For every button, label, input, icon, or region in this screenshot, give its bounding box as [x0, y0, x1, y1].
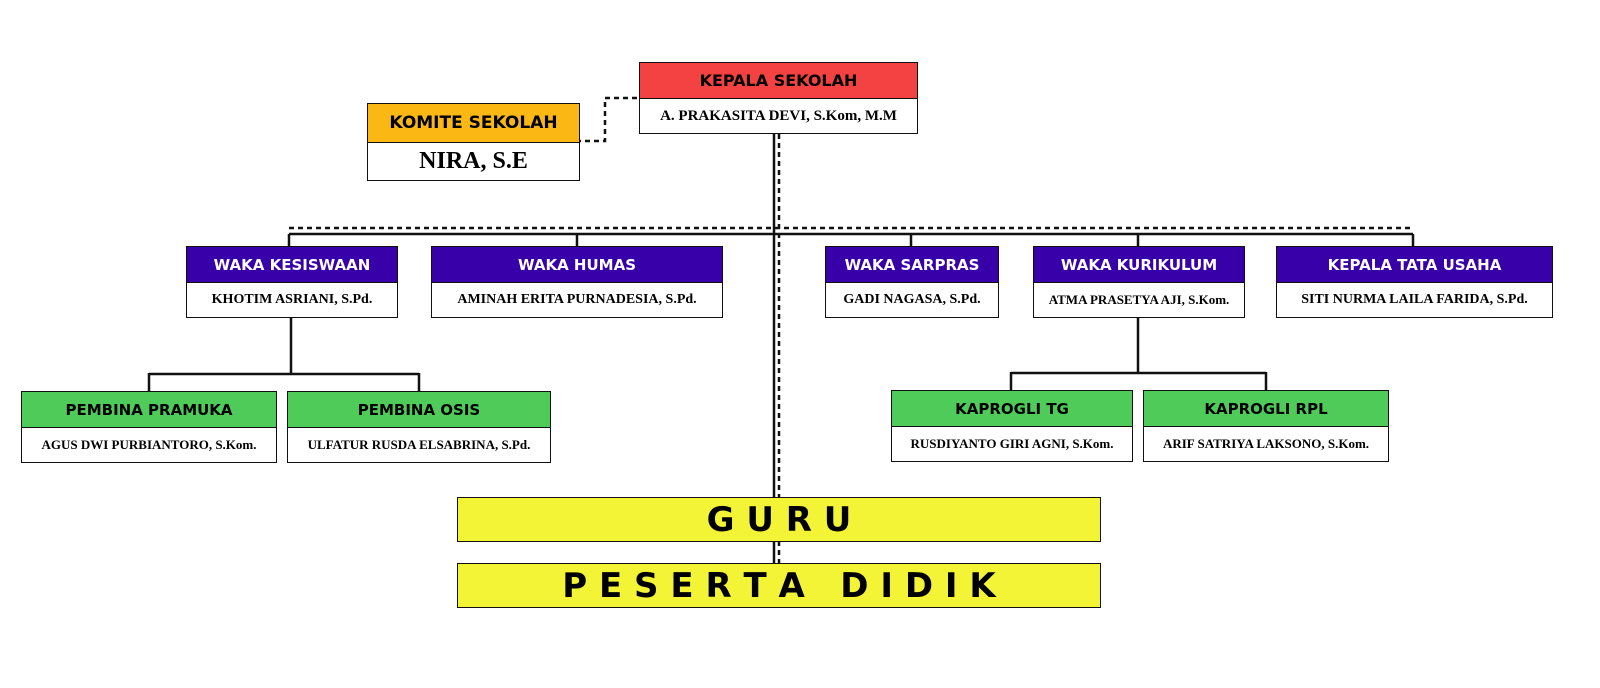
waka-kesiswaan-title: WAKA KESISWAAN [187, 247, 397, 283]
pembina-osis-box: PEMBINA OSIS ULFATUR RUSDA ELSABRINA, S.… [287, 391, 551, 463]
pembina-osis-title: PEMBINA OSIS [288, 392, 550, 428]
kepala-sekolah-name: A. PRAKASITA DEVI, S.Kom, M.M [660, 107, 897, 124]
kepala-tata-usaha-box: KEPALA TATA USAHA SITI NURMA LAILA FARID… [1276, 246, 1553, 318]
kaprogli-tg-name: RUSDIYANTO GIRI AGNI, S.Kom. [910, 436, 1114, 451]
waka-sarpras-title: WAKA SARPRAS [826, 247, 998, 283]
komite-sekolah-box: KOMITE SEKOLAH NIRA, S.E [367, 103, 580, 181]
komite-sekolah-title: KOMITE SEKOLAH [368, 104, 579, 143]
pembina-pramuka-title: PEMBINA PRAMUKA [22, 392, 276, 428]
kepala-tata-usaha-name: SITI NURMA LAILA FARIDA, S.Pd. [1301, 292, 1528, 307]
kepala-sekolah-title: KEPALA SEKOLAH [640, 63, 917, 99]
kurikulum-subtree-line [1009, 318, 1268, 390]
waka-kesiswaan-name: KHOTIM ASRIANI, S.Pd. [211, 292, 373, 307]
kaprogli-rpl-title: KAPROGLI RPL [1144, 391, 1388, 427]
komite-sekolah-name: NIRA, S.E [419, 148, 528, 174]
pembina-pramuka-name: AGUS DWI PURBIANTORO, S.Kom. [41, 437, 257, 452]
kaprogli-rpl-name: ARIF SATRIYA LAKSONO, S.Kom. [1162, 436, 1370, 451]
waka-humas-box: WAKA HUMAS AMINAH ERITA PURNADESIA, S.Pd… [431, 246, 723, 318]
waka-kurikulum-name: ATMA PRASETYA AJI, S.Kom. [1048, 292, 1230, 307]
pembina-osis-name: ULFATUR RUSDA ELSABRINA, S.Pd. [307, 437, 531, 452]
waka-sarpras-box: WAKA SARPRAS GADI NAGASA, S.Pd. [825, 246, 999, 318]
waka-kesiswaan-box: WAKA KESISWAAN KHOTIM ASRIANI, S.Pd. [186, 246, 398, 318]
kaprogli-tg-title: KAPROGLI TG [892, 391, 1132, 427]
kesiswaan-subtree-line [147, 318, 421, 391]
peserta-didik-banner: P E S E R T A D I D I K [457, 563, 1101, 608]
waka-sarpras-name: GADI NAGASA, S.Pd. [843, 292, 981, 307]
kepala-sekolah-box: KEPALA SEKOLAH A. PRAKASITA DEVI, S.Kom,… [639, 62, 918, 134]
waka-humas-name: AMINAH ERITA PURNADESIA, S.Pd. [457, 292, 697, 307]
kaprogli-tg-box: KAPROGLI TG RUSDIYANTO GIRI AGNI, S.Kom. [891, 390, 1133, 462]
komite-dotted-line [580, 96, 637, 143]
waka-kurikulum-box: WAKA KURIKULUM ATMA PRASETYA AJI, S.Kom. [1033, 246, 1245, 318]
pembina-pramuka-box: PEMBINA PRAMUKA AGUS DWI PURBIANTORO, S.… [21, 391, 277, 463]
kaprogli-rpl-box: KAPROGLI RPL ARIF SATRIYA LAKSONO, S.Kom… [1143, 390, 1389, 462]
waka-humas-title: WAKA HUMAS [432, 247, 722, 283]
waka-kurikulum-title: WAKA KURIKULUM [1034, 247, 1244, 283]
guru-banner: G U R U [457, 497, 1101, 542]
kepala-tata-usaha-title: KEPALA TATA USAHA [1277, 247, 1552, 283]
